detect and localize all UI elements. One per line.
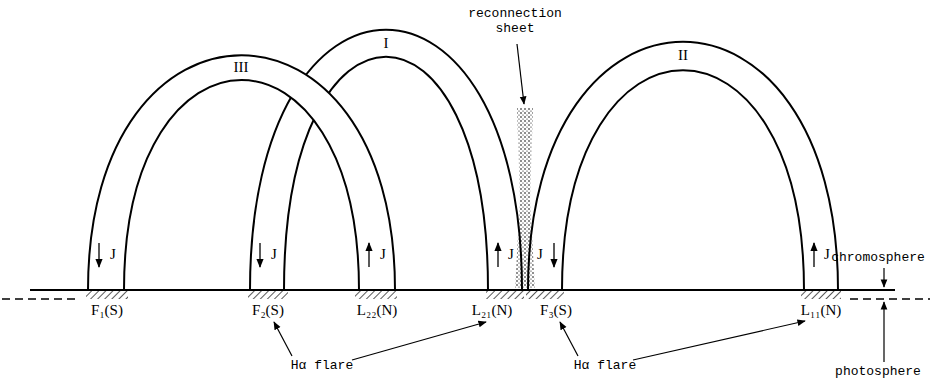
current-label: J: [271, 246, 277, 263]
chromosphere-line: [30, 289, 895, 291]
footpoint-label: F₂(S): [252, 302, 284, 319]
footpoint-label: L₁₁(N): [801, 302, 841, 319]
flux-loop: [88, 55, 395, 290]
reconnection-sheet: [515, 108, 535, 288]
loop-numeral: I: [384, 35, 389, 52]
current-label: J: [508, 246, 514, 263]
photosphere-line: [850, 298, 930, 300]
current-label: J: [110, 246, 116, 263]
current-label: J: [537, 246, 543, 263]
footpoint-label: L₂₂(N): [357, 302, 397, 319]
annotation-label: photosphere: [835, 365, 921, 380]
footpoint-label: F₃(S): [540, 302, 572, 319]
current-label: J: [380, 246, 386, 263]
annotation-label: Hα flare: [291, 359, 353, 374]
footpoint-label: L₂₁(N): [472, 302, 512, 319]
current-arrow: [99, 243, 814, 267]
loop-numeral: III: [234, 59, 249, 76]
loop-numeral: II: [678, 47, 688, 64]
current-label: J: [824, 246, 830, 263]
annotation-label: Hα flare: [574, 359, 636, 374]
photosphere-line: [2, 298, 80, 300]
flux-loop: [528, 42, 838, 290]
footpoint-label: F₁(S): [91, 302, 123, 319]
annotation-label: reconnection sheet: [465, 7, 565, 37]
leader-line: [274, 44, 884, 362]
annotation-label: chromosphere: [831, 251, 925, 266]
footpoint-hatching: [86, 291, 841, 299]
